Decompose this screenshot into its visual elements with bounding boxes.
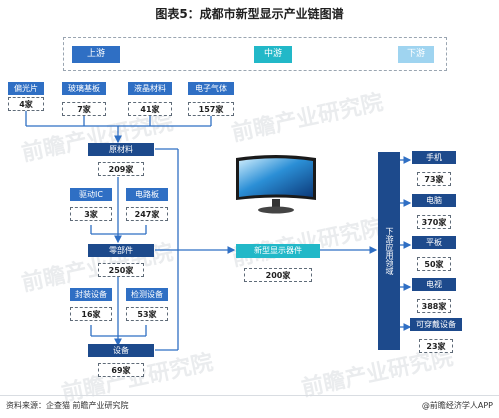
legend-upstream: 上游	[72, 46, 120, 63]
page-title: 图表5：成都市新型显示产业链图谱	[155, 7, 344, 21]
app-label: 手机	[412, 151, 456, 164]
material-label: 电子气体	[188, 82, 234, 95]
app-count: 388家	[417, 299, 451, 313]
material-polarizer: 偏光片 4家	[8, 82, 44, 111]
midstream-label: 新型显示器件	[236, 244, 320, 258]
midstream-count: 200家	[244, 268, 312, 282]
app-tv: 电视 388家	[412, 278, 456, 313]
app-count: 370家	[417, 215, 451, 229]
material-label: 偏光片	[8, 82, 44, 95]
material-glass-substrate: 玻璃基板 7家	[62, 82, 106, 116]
raw-materials-count: 209家	[98, 162, 144, 176]
equipment-label: 设备	[88, 344, 154, 357]
app-count: 50家	[417, 257, 451, 271]
app-count: 73家	[417, 172, 451, 186]
app-label: 平板	[412, 236, 456, 249]
material-liquid-crystal: 液晶材料 41家	[128, 82, 172, 116]
raw-materials-label: 原材料	[88, 143, 154, 156]
equipment-type-label: 封装设备	[70, 288, 112, 301]
chip-circuit-board: 电路板 247家	[126, 188, 168, 221]
equipment-count: 69家	[98, 363, 144, 377]
app-label: 电视	[412, 278, 456, 291]
app-label: 可穿戴设备	[410, 318, 462, 331]
footer-source: 资料来源：企查猫 前瞻产业研究院	[6, 401, 129, 410]
equipment-type-label: 检测设备	[126, 288, 168, 301]
legend-frame	[63, 37, 447, 71]
app-wearable: 可穿戴设备 23家	[410, 318, 462, 353]
app-phone: 手机 73家	[412, 151, 456, 186]
material-count: 7家	[62, 102, 106, 116]
material-count: 157家	[188, 102, 234, 116]
footer-divider	[0, 395, 499, 396]
components-label: 零部件	[88, 244, 154, 257]
equipment-packaging: 封装设备 16家	[70, 288, 112, 321]
chip-count: 3家	[70, 207, 112, 221]
material-count: 41家	[128, 102, 172, 116]
app-tablet: 平板 50家	[412, 236, 456, 271]
material-electronic-gas: 电子气体 157家	[188, 82, 234, 116]
chip-label: 电路板	[126, 188, 168, 201]
equipment-inspection: 检测设备 53家	[126, 288, 168, 321]
material-count: 4家	[8, 97, 44, 111]
app-label: 电脑	[412, 194, 456, 207]
chip-label: 驱动IC	[70, 188, 112, 201]
equipment-type-count: 53家	[126, 307, 168, 321]
app-computer: 电脑 370家	[412, 194, 456, 229]
equipment-type-count: 16家	[70, 307, 112, 321]
material-label: 玻璃基板	[62, 82, 106, 95]
components-count: 250家	[98, 263, 144, 277]
chip-driver-ic: 驱动IC 3家	[70, 188, 112, 221]
material-label: 液晶材料	[128, 82, 172, 95]
footer-brand: @前瞻经济学人APP	[421, 401, 493, 410]
app-count: 23家	[419, 339, 453, 353]
display-monitor-icon	[236, 155, 316, 214]
legend-midstream: 中游	[254, 46, 292, 63]
chip-count: 247家	[126, 207, 168, 221]
downstream-field-label: 下游应用领域	[378, 152, 400, 350]
legend-downstream: 下游	[398, 46, 434, 63]
